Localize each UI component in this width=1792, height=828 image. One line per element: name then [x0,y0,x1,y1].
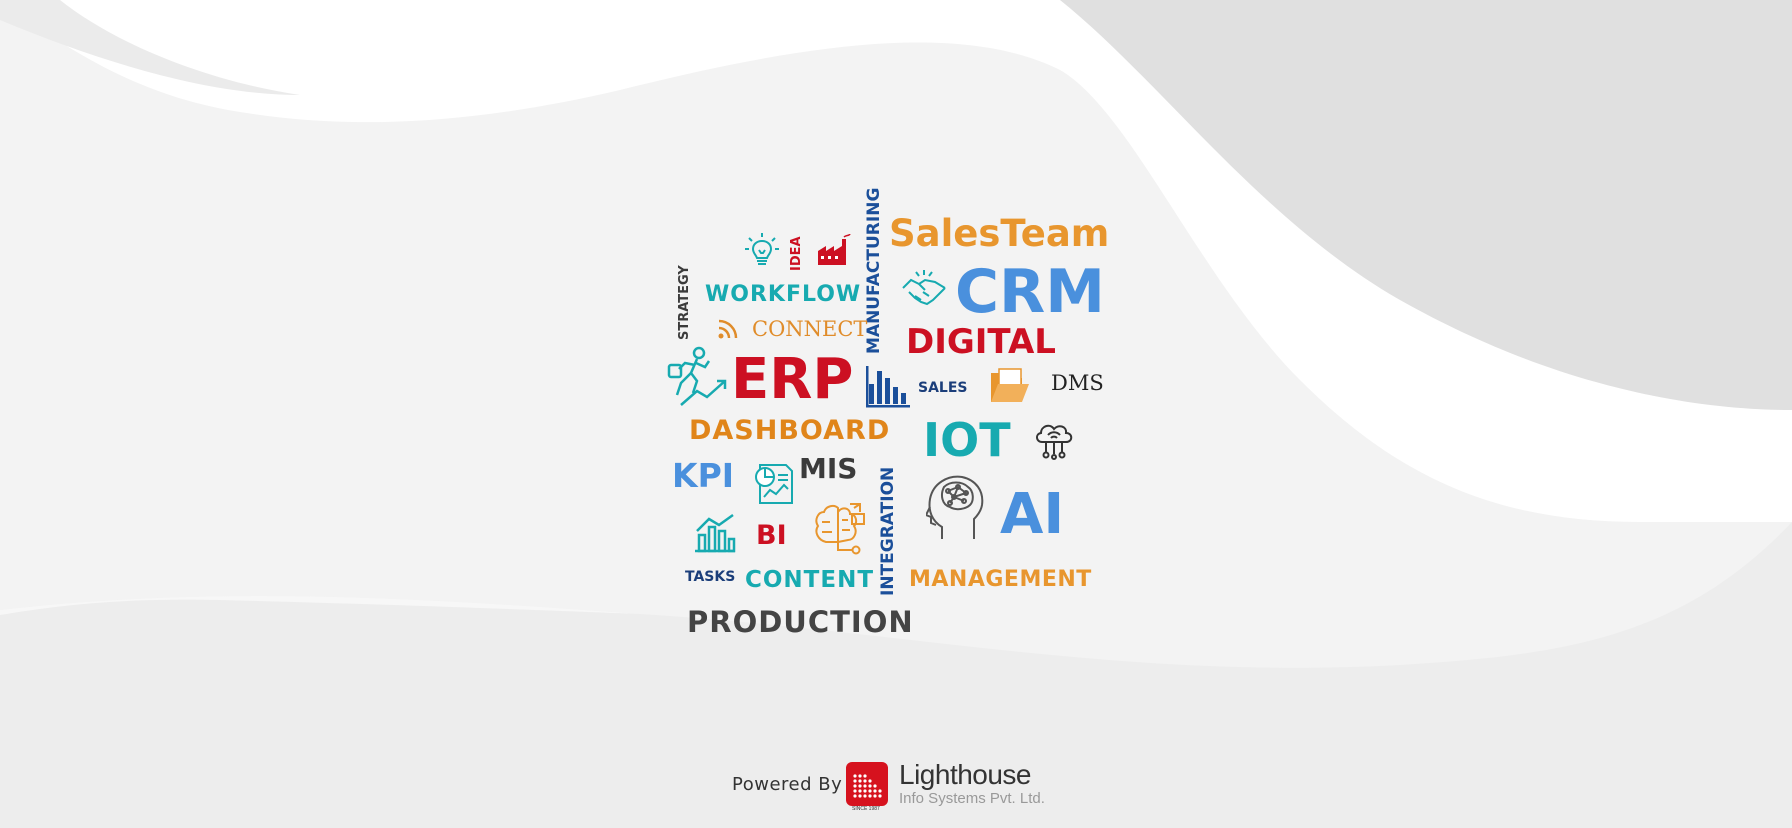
word-iot: IOT [923,413,1011,467]
powered-by-label: Powered By [732,774,843,795]
word-ai: AI [1000,482,1065,547]
word-production: PRODUCTION [687,605,914,639]
since-label: SINCE 1987 [852,806,880,812]
word-salesteam: SalesTeam [889,212,1110,255]
word-manufacturing: MANUFACTURING [864,187,884,354]
word-workflow: WORKFLOW [705,282,862,307]
growth-chart-icon [695,513,736,553]
handshake-icon [902,270,946,306]
ai-head-icon [926,475,984,539]
brain-idea-icon [815,503,865,555]
rss-feed-icon [718,319,738,339]
word-idea: IDEA [789,236,804,271]
word-mis: MIS [799,452,858,485]
word-strategy: STRATEGY [677,265,692,340]
report-chart-icon [755,464,793,504]
folder-icon [991,368,1029,402]
lighthouse-logo[interactable] [846,762,888,806]
word-bi: BI [756,520,787,551]
word-management: MANAGEMENT [909,567,1092,592]
brand-tagline: Info Systems Pvt. Ltd. [899,790,1045,807]
word-dms: DMS [1051,371,1104,395]
word-tasks: TASKS [685,569,736,585]
word-content: CONTENT [745,567,875,593]
brand-name: Lighthouse [899,759,1032,790]
word-crm: CRM [955,257,1105,327]
factory-icon [818,234,851,265]
word-kpi: KPI [672,456,735,495]
lightbulb-icon [745,233,779,265]
word-dashboard: DASHBOARD [689,415,891,446]
word-integration: INTEGRATION [878,466,898,596]
word-erp: ERP [731,347,854,412]
word-sales: SALES [918,380,968,396]
word-connect: CONNECT [752,317,868,341]
bar-chart-icon [866,366,910,408]
cloud-network-icon [1036,424,1073,460]
climbing-growth-icon [667,346,727,406]
word-digital: DIGITAL [906,322,1056,362]
